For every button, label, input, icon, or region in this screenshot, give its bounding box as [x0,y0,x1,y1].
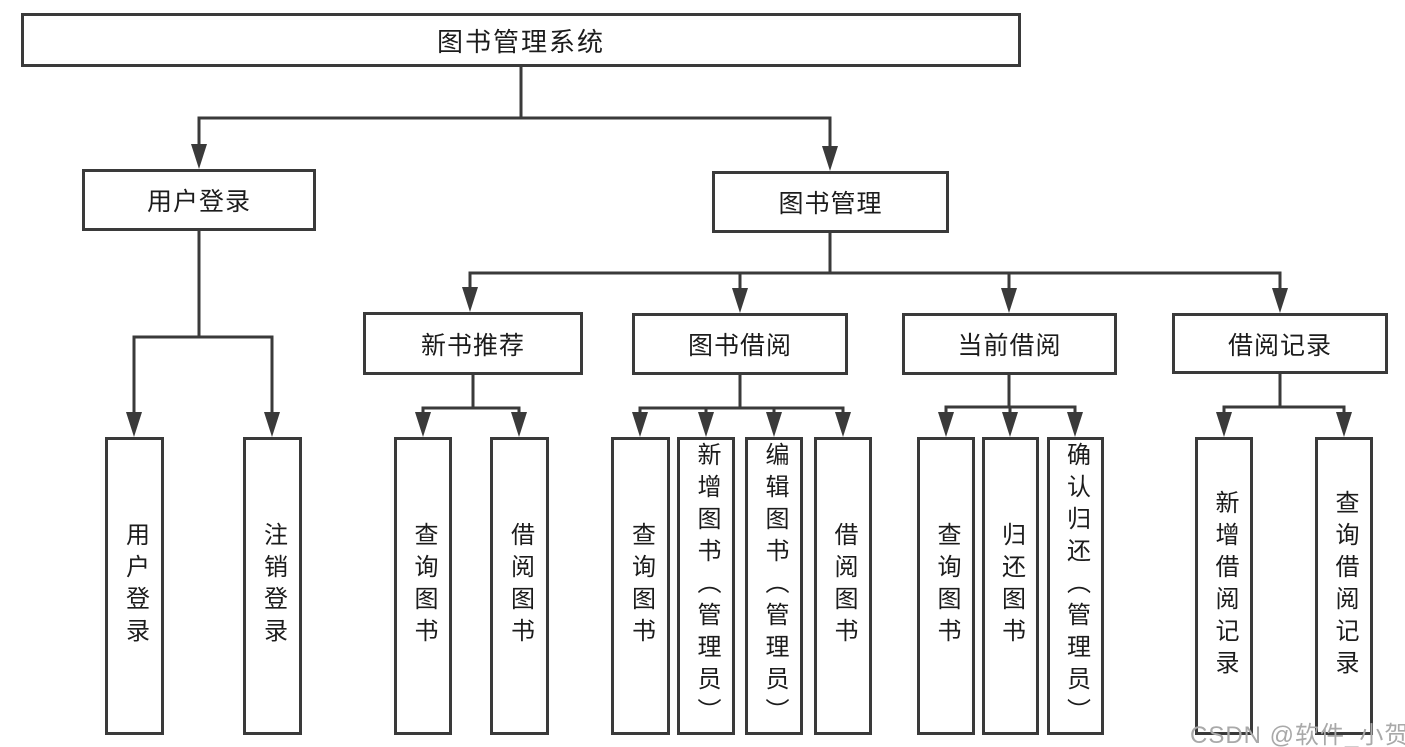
node-book-borrow: 图书借阅 [632,313,848,375]
leaf-current-query-books: 查询图书 [917,437,975,735]
leaf-user-login-label: 用户登录 [121,522,149,650]
node-book-management: 图书管理 [712,171,949,233]
leaf-add-books-admin-label: 新增图书（管理员） [693,442,720,730]
node-new-book-recommend: 新书推荐 [363,312,583,375]
leaf-query-borrow-record-label: 查询借阅记录 [1331,490,1358,682]
leaf-recommend-borrow-books-label: 借阅图书 [506,522,534,650]
leaf-edit-books-admin: 编辑图书（管理员） [745,437,803,735]
node-user-login: 用户登录 [82,169,316,231]
leaf-confirm-return-admin-label: 确认归还（管理员） [1062,442,1090,730]
leaf-add-borrow-record: 新增借阅记录 [1195,437,1253,735]
connector-borrowrecords-to-leaves [1216,371,1352,437]
leaf-add-borrow-record-label: 新增借阅记录 [1211,490,1238,682]
leaf-return-books-label: 归还图书 [997,522,1025,650]
leaf-recommend-borrow-books: 借阅图书 [490,437,549,735]
leaf-user-login: 用户登录 [105,437,164,735]
watermark: CSDN @软件_小贺同学 [1190,722,1405,747]
connector-root-to-level2 [191,65,838,171]
connector-bookmgmt-to-level3 [462,231,1288,313]
leaf-borrow-books: 借阅图书 [814,437,872,735]
node-current-borrow: 当前借阅 [902,313,1117,375]
connector-bookborrow-to-leaves [632,373,851,437]
leaf-confirm-return-admin: 确认归还（管理员） [1047,437,1104,735]
leaf-borrow-query-books-label: 查询图书 [627,522,655,650]
node-borrow-records: 借阅记录 [1172,313,1388,374]
leaf-recommend-query-books: 查询图书 [394,437,452,735]
node-library-management-system: 图书管理系统 [21,13,1021,67]
leaf-current-query-books-label: 查询图书 [933,522,960,650]
leaf-query-borrow-record: 查询借阅记录 [1315,437,1373,735]
leaf-logout: 注销登录 [243,437,302,735]
leaf-return-books: 归还图书 [982,437,1039,735]
connector-recommend-to-leaves [415,373,527,437]
leaf-edit-books-admin-label: 编辑图书（管理员） [761,442,788,730]
leaf-borrow-books-label: 借阅图书 [830,522,857,650]
leaf-add-books-admin: 新增图书（管理员） [677,437,735,735]
leaf-logout-label: 注销登录 [259,522,287,650]
leaf-borrow-query-books: 查询图书 [611,437,670,735]
connector-userlogin-to-leaves [126,229,280,437]
connector-currentborrow-to-leaves [938,373,1083,437]
leaf-recommend-query-books-label: 查询图书 [410,522,437,650]
